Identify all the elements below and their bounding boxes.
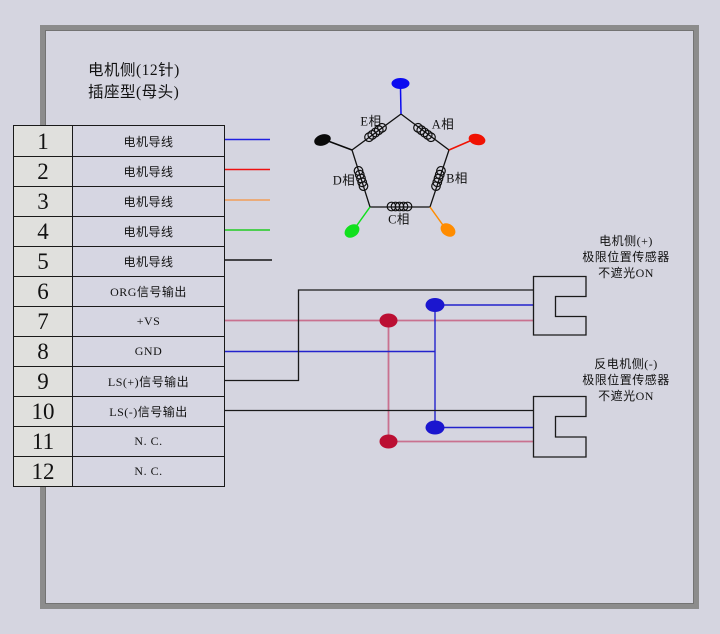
sensor-plus-line-1: 电机侧(+) [599, 234, 653, 248]
pin-row-9: 9 LS(+)信号输出 [14, 366, 224, 396]
coil-B-phase [430, 164, 447, 193]
gnd-wire [225, 304, 533, 429]
pin-row-4: 4 电机导线 [14, 216, 224, 246]
pin-row-11: 11 N. C. [14, 426, 224, 456]
title-line-2: 插座型(母头) [88, 84, 180, 101]
pin-label: ORG信号输出 [73, 277, 224, 306]
pin-label: N. C. [73, 457, 224, 486]
pin-table: 1 电机导线 2 电机导线 3 电机导线 4 电机导线 5 电机导线 6 ORG… [13, 125, 225, 487]
pin-label: LS(+)信号输出 [73, 367, 224, 396]
pin-label: 电机导线 [73, 187, 224, 216]
pin-number: 6 [14, 277, 73, 306]
pin-number: 4 [14, 217, 73, 246]
pin-number: 1 [14, 126, 73, 156]
sensor-minus-line-3: 不遮光ON [598, 389, 654, 403]
pin-row-3: 3 电机导线 [14, 186, 224, 216]
lead-dot-red [468, 133, 486, 146]
limit-sensor-plus-symbol [532, 275, 587, 336]
sensor-minus-line-1: 反电机侧(-) [594, 357, 658, 371]
pin-row-7: 7 +VS [14, 306, 224, 336]
pin-label: 电机导线 [73, 247, 224, 276]
pin-row-5: 5 电机导线 [14, 246, 224, 276]
pin-row-12: 12 N. C. [14, 456, 224, 486]
pin-row-8: 8 GND [14, 336, 224, 366]
pin-number: 5 [14, 247, 73, 276]
pin-number: 12 [14, 457, 73, 486]
pin-number: 3 [14, 187, 73, 216]
pin-label: 电机导线 [73, 217, 224, 246]
lead-dot-orange [440, 223, 456, 237]
ls-plus-wire [225, 289, 533, 382]
phase-label-E: E相 [360, 114, 382, 129]
sensor-minus-line-2: 极限位置传感器 [582, 373, 670, 387]
lead-black [327, 140, 353, 151]
pin-row-10: 10 LS(-)信号输出 [14, 396, 224, 426]
phase-label-D: D相 [332, 173, 356, 188]
pin-label: +VS [73, 307, 224, 336]
phase-label-A: A相 [431, 117, 455, 132]
limit-sensor-minus-symbol [532, 395, 587, 458]
vs-junction-dot-top [379, 313, 398, 328]
sensor-plus-line-2: 极限位置传感器 [582, 250, 670, 264]
pin-row-6: 6 ORG信号输出 [14, 276, 224, 306]
lead-blue [399, 87, 402, 115]
pin-number: 9 [14, 367, 73, 396]
pin-row-2: 2 电机导线 [14, 156, 224, 186]
connector-title: 电机侧(12针) 插座型(母头) [88, 60, 180, 104]
vs-junction-dot-bottom [379, 434, 398, 449]
limit-sensor-plus-caption: 电机侧(+) 极限位置传感器 不遮光ON [553, 233, 699, 281]
gnd-junction-dot-top [425, 298, 445, 312]
coil-D-phase [352, 164, 370, 193]
pin-label: GND [73, 337, 224, 366]
sensor-plus-line-3: 不遮光ON [598, 266, 654, 280]
lead-dot-black [314, 134, 331, 146]
pin-label: LS(-)信号输出 [73, 397, 224, 426]
lead-dot-blue [391, 78, 410, 89]
pin-label: 电机导线 [73, 157, 224, 186]
gnd-junction-dot-bottom [425, 420, 445, 435]
pin-number: 7 [14, 307, 73, 336]
lead-dot-green [344, 224, 360, 238]
title-line-1: 电机侧(12针) [88, 62, 180, 79]
pin-number: 11 [14, 427, 73, 456]
pin-label: 电机导线 [73, 126, 224, 156]
pin-row-1: 1 电机导线 [14, 126, 224, 156]
pin-number: 8 [14, 337, 73, 366]
lead-green [354, 206, 371, 229]
limit-sensor-minus-caption: 反电机侧(-) 极限位置传感器 不遮光ON [553, 356, 699, 404]
pin-number: 10 [14, 397, 73, 426]
pin-label: N. C. [73, 427, 224, 456]
phase-label-C: C相 [388, 212, 410, 227]
pin-number: 2 [14, 157, 73, 186]
phase-label-B: B相 [446, 171, 468, 186]
lead-red [448, 139, 472, 151]
